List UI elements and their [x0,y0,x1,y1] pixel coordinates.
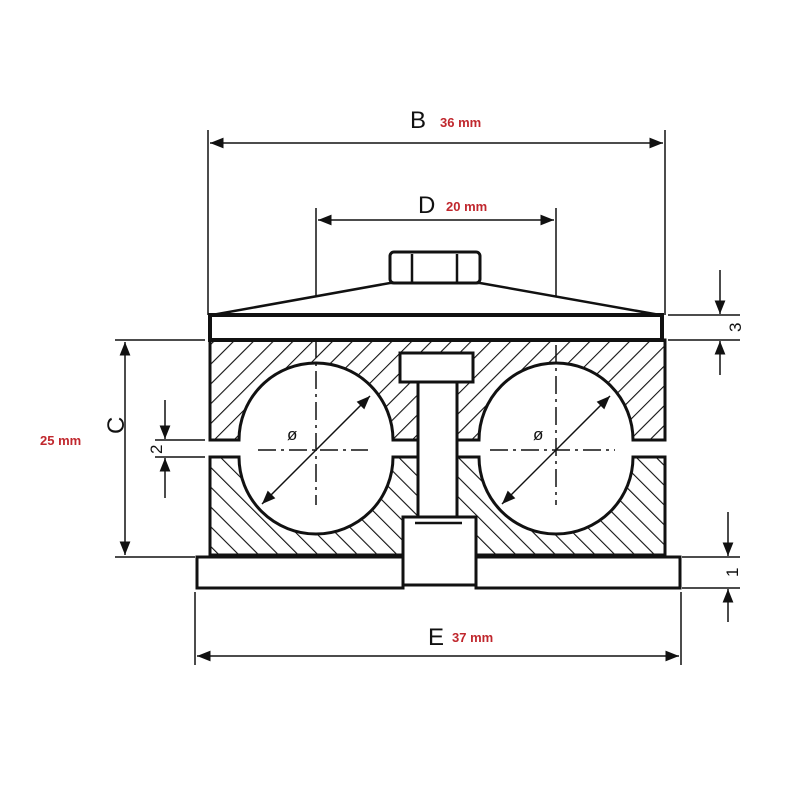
dimension-d-value: 20 mm [446,199,487,214]
diameter-symbol-left: ø [287,425,297,444]
dimension-b-letter: B [410,107,426,134]
cover-plate [208,313,664,342]
dimension-e-value: 37 mm [452,630,493,645]
dimension-b-value: 36 mm [440,115,481,130]
dimension-2-label: 2 [147,445,166,454]
cover-cone [211,281,661,317]
lower-clamp-half [208,455,667,557]
base-plate [195,555,682,590]
hex-nut [388,250,482,285]
dimension-d-letter: D [418,192,435,219]
dimension-c-letter: C [103,417,130,434]
dimension-e-letter: E [428,624,444,651]
dimension-1-label: 1 [723,568,742,577]
diameter-symbol-right: ø [533,425,543,444]
dimension-3-label: 3 [726,323,745,332]
dimension-c-value: 25 mm [40,433,81,448]
extension-lines [115,130,740,665]
bolt [398,351,478,587]
diameter-lines [261,395,611,505]
